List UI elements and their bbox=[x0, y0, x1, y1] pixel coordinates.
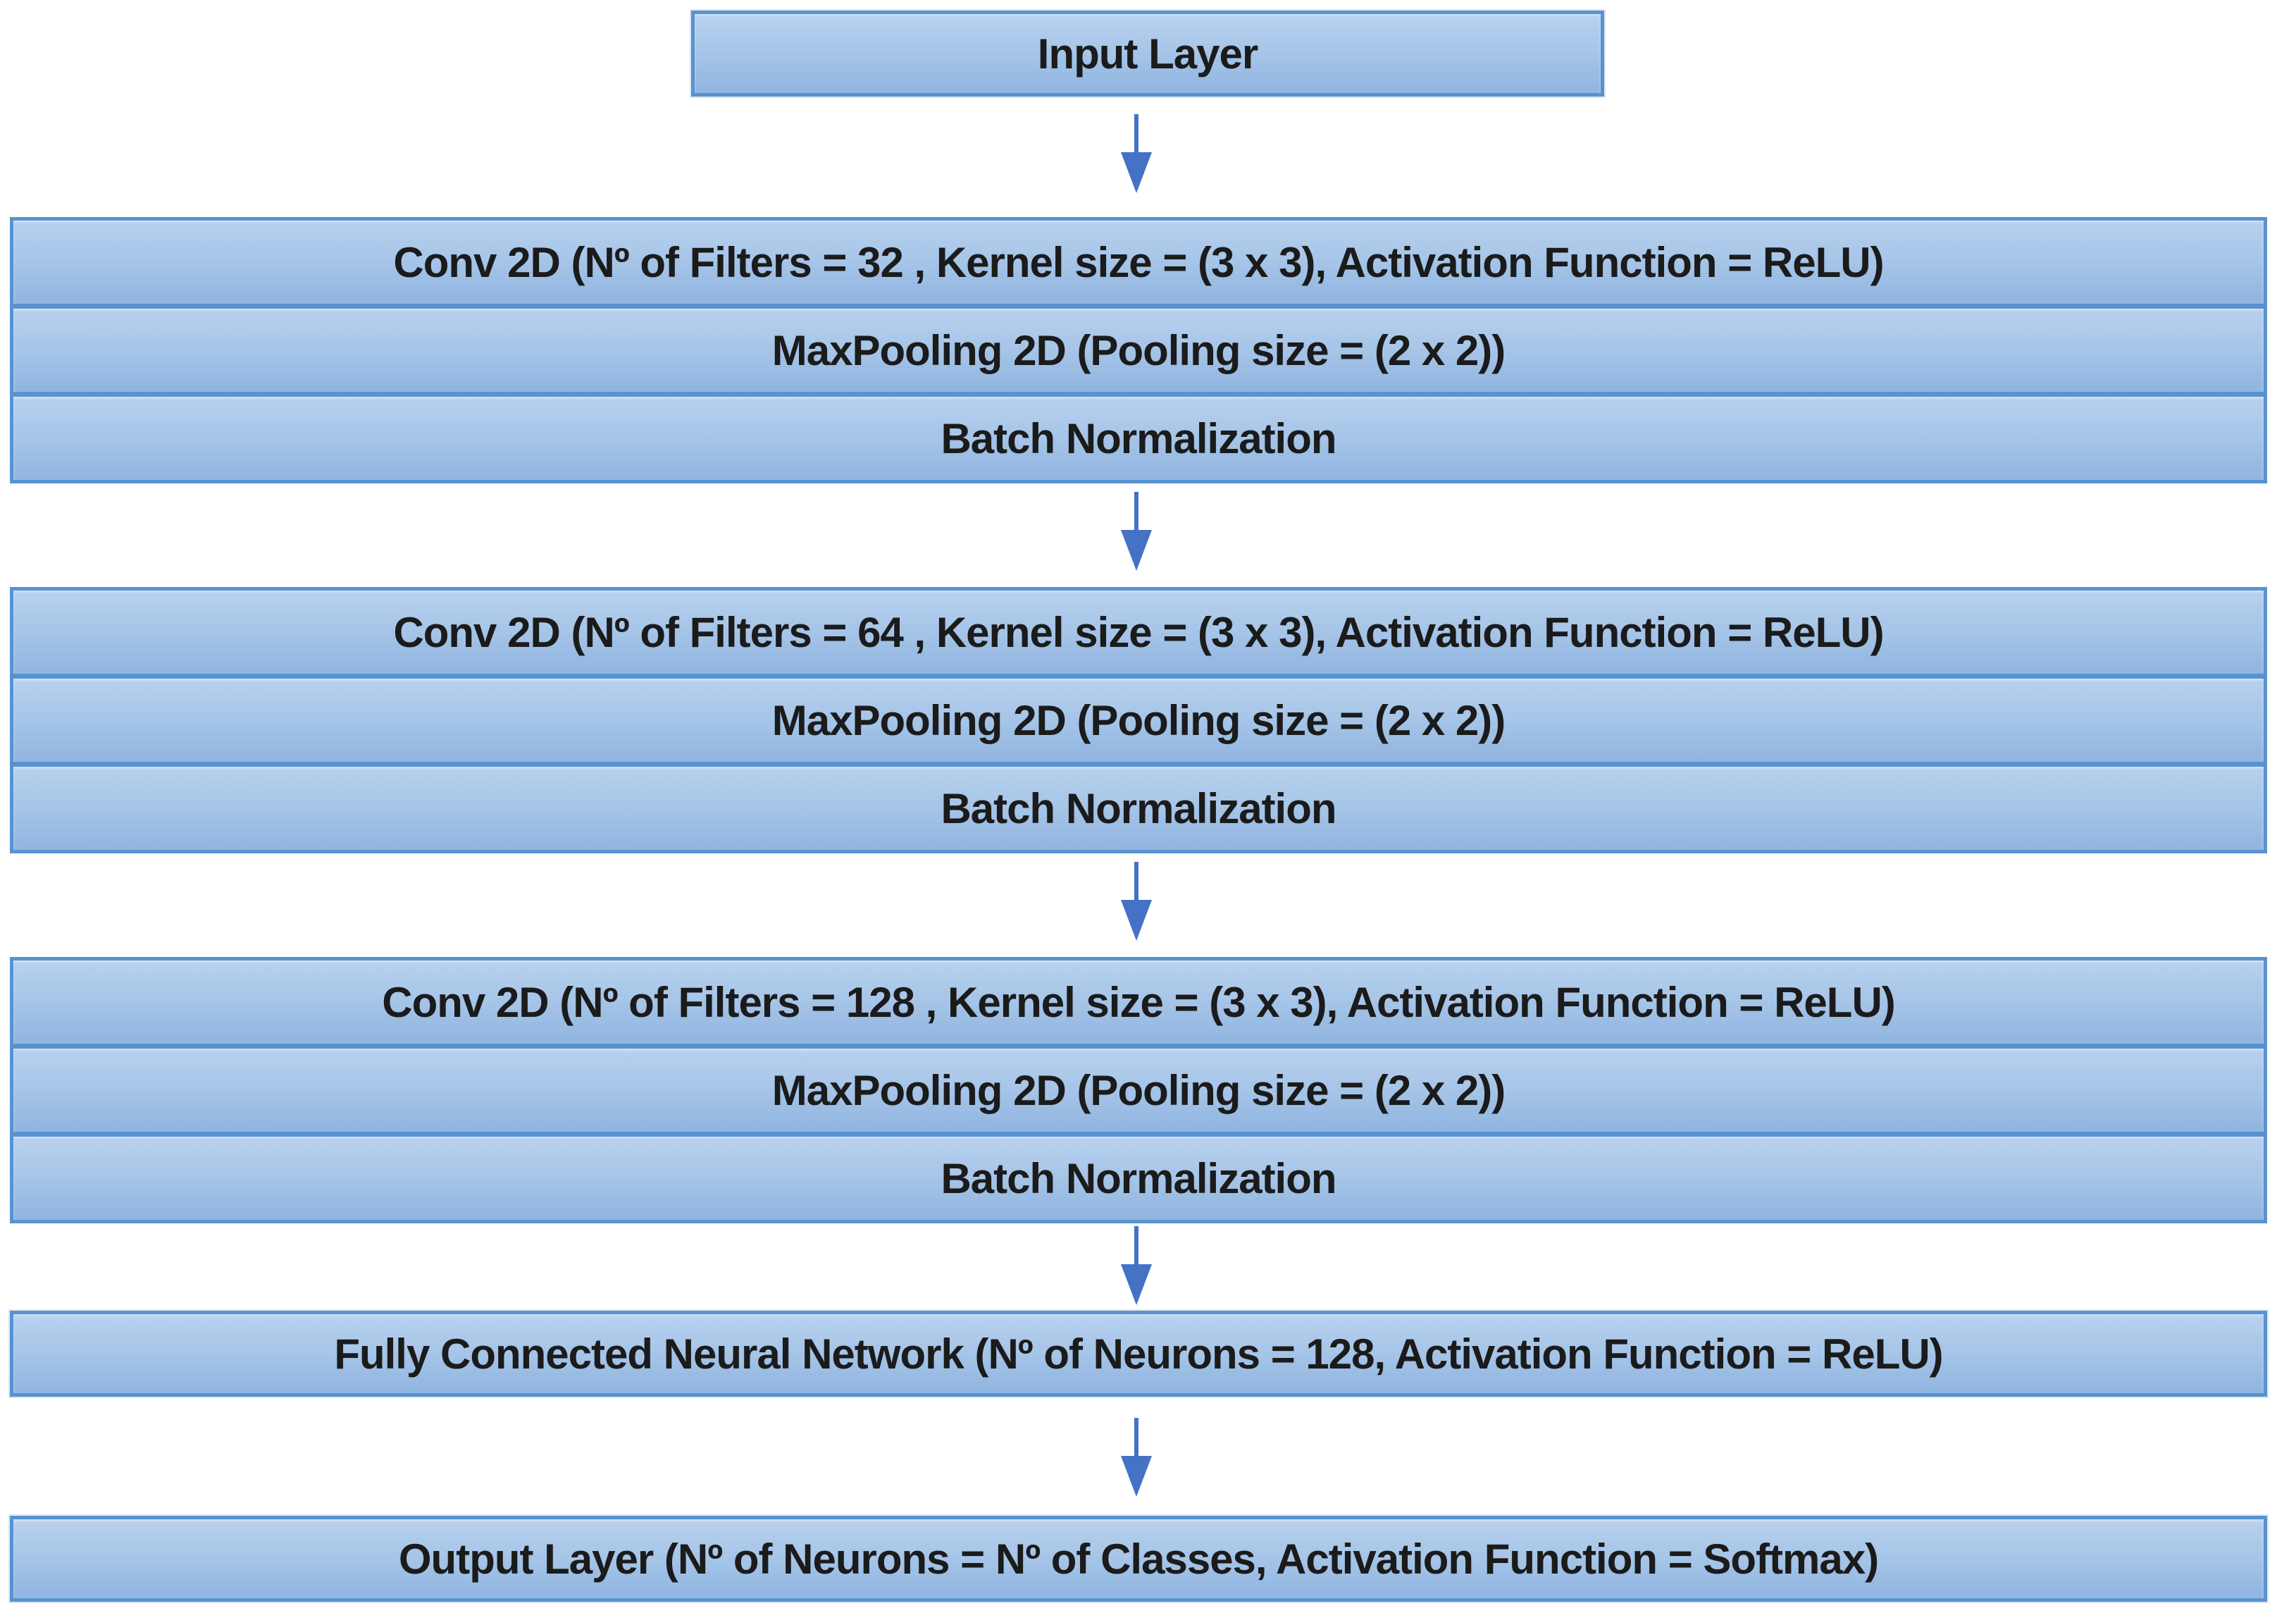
maxpooling-row: MaxPooling 2D (Pooling size = (2 x 2)) bbox=[10, 305, 2267, 395]
down-arrow-stem bbox=[1134, 1418, 1138, 1459]
fully-connected-layer-box: Fully Connected Neural Network (Nº of Ne… bbox=[10, 1311, 2267, 1397]
down-arrow-stem bbox=[1134, 114, 1138, 155]
down-arrow-icon bbox=[1121, 492, 1152, 571]
conv2d-row: Conv 2D (Nº of Filters = 64 , Kernel siz… bbox=[10, 587, 2267, 677]
down-arrow-icon bbox=[1121, 114, 1152, 193]
down-arrow-head bbox=[1121, 152, 1152, 193]
conv-block-2: Conv 2D (Nº of Filters = 64 , Kernel siz… bbox=[10, 587, 2267, 853]
conv-block-3: Conv 2D (Nº of Filters = 128 , Kernel si… bbox=[10, 957, 2267, 1223]
down-arrow-stem bbox=[1134, 862, 1138, 903]
down-arrow-head bbox=[1121, 1456, 1152, 1497]
output-layer-box: Output Layer (Nº of Neurons = Nº of Clas… bbox=[10, 1516, 2267, 1602]
down-arrow-stem bbox=[1134, 492, 1138, 533]
maxpooling-row: MaxPooling 2D (Pooling size = (2 x 2)) bbox=[10, 1045, 2267, 1135]
down-arrow-head bbox=[1121, 530, 1152, 571]
down-arrow-stem bbox=[1134, 1226, 1138, 1267]
conv2d-row: Conv 2D (Nº of Filters = 128 , Kernel si… bbox=[10, 957, 2267, 1047]
input-layer-box: Input Layer bbox=[691, 11, 1604, 97]
batch-normalization-row: Batch Normalization bbox=[10, 1133, 2267, 1223]
conv2d-row: Conv 2D (Nº of Filters = 32 , Kernel siz… bbox=[10, 217, 2267, 307]
batch-normalization-row: Batch Normalization bbox=[10, 393, 2267, 483]
down-arrow-icon bbox=[1121, 1226, 1152, 1305]
down-arrow-head bbox=[1121, 1264, 1152, 1305]
down-arrow-icon bbox=[1121, 862, 1152, 941]
down-arrow-icon bbox=[1121, 1418, 1152, 1497]
batch-normalization-row: Batch Normalization bbox=[10, 763, 2267, 853]
maxpooling-row: MaxPooling 2D (Pooling size = (2 x 2)) bbox=[10, 675, 2267, 765]
conv-block-1: Conv 2D (Nº of Filters = 32 , Kernel siz… bbox=[10, 217, 2267, 483]
down-arrow-head bbox=[1121, 900, 1152, 941]
